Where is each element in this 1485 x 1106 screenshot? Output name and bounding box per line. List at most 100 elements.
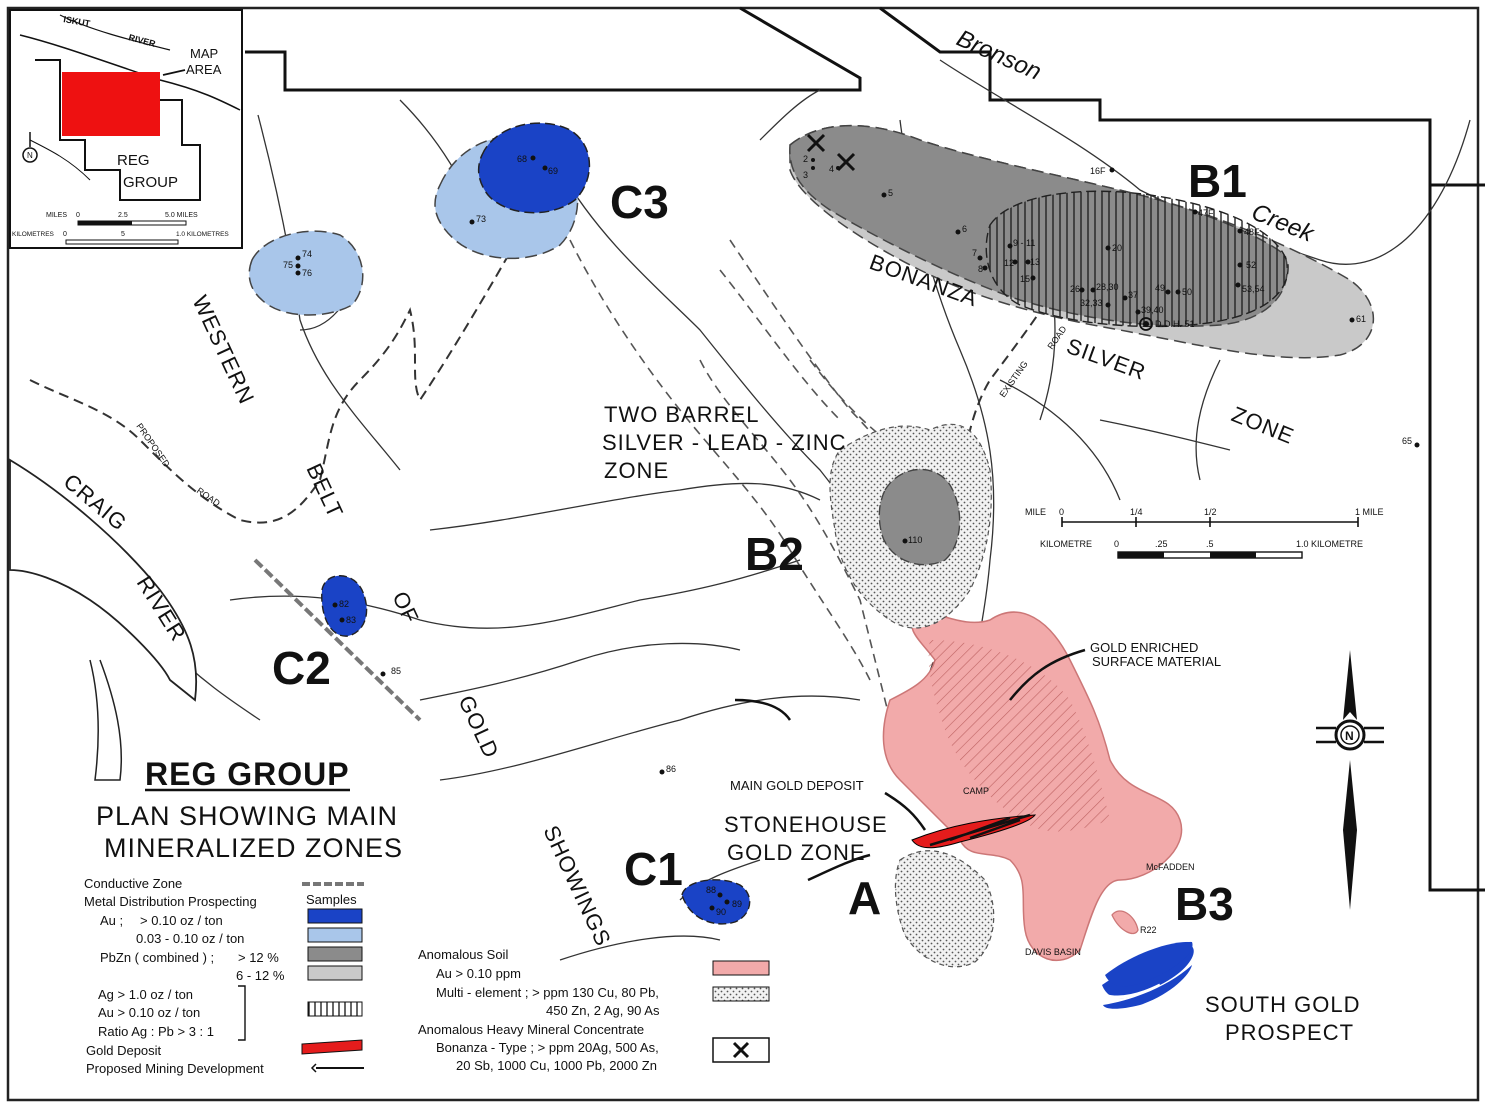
claim-boundary-east <box>879 6 1485 187</box>
inset-km-5: 5 <box>121 231 125 238</box>
craig-river <box>9 458 198 702</box>
inset-north-label: N <box>27 151 33 160</box>
au-high-c3 <box>477 122 591 214</box>
au-high-south-4 <box>1103 965 1192 1009</box>
point-16f: 16F <box>1090 166 1106 176</box>
au-high-c1 <box>681 879 751 925</box>
legend-au-label: Au ; <box>100 913 123 928</box>
au-low-west <box>248 230 364 316</box>
scale-mile-1: 1 MILE <box>1355 507 1384 517</box>
road-b2 <box>699 359 891 721</box>
point-86: 86 <box>666 764 676 774</box>
inset-km-10: 1.0 KILOMETRES <box>176 231 229 238</box>
point-5: 5 <box>888 188 893 198</box>
legend-multi-2: 450 Zn, 2 Ag, 90 As <box>546 1003 660 1018</box>
davis-basin-label: DAVIS BASIN <box>1025 947 1081 957</box>
point-75: 75 <box>283 260 293 270</box>
title-block: REG GROUP PLAN SHOWING MAIN MINERALIZED … <box>96 756 402 863</box>
label-of: OF <box>387 588 423 628</box>
two-barrel-line-1: TWO BARREL <box>604 402 759 427</box>
point-90: 90 <box>716 907 726 917</box>
zone-c1: C1 <box>624 843 683 895</box>
point-82: 82 <box>339 599 349 609</box>
soil-anomaly-r22 <box>1111 910 1139 935</box>
label-proposed-road: ROAD <box>195 485 222 508</box>
title-line-1: PLAN SHOWING MAIN <box>96 801 398 831</box>
point-6: 6 <box>962 224 967 234</box>
inset-map-area <box>62 72 160 136</box>
point-88: 88 <box>706 885 716 895</box>
label-silver: SILVER <box>1063 333 1149 385</box>
scale-km-5: .5 <box>1206 539 1214 549</box>
claim-boundary <box>245 6 862 92</box>
gold-enriched-line-2: SURFACE MATERIAL <box>1092 654 1221 669</box>
point-32-33: 32,33 <box>1080 298 1103 308</box>
point-76: 76 <box>302 268 312 278</box>
label-proposed: PROPOSED <box>134 421 172 469</box>
point-20: 20 <box>1112 243 1122 253</box>
point-110: 110 <box>908 535 922 545</box>
legend-bonanza-2: 20 Sb, 1000 Cu, 1000 Pb, 2000 Zn <box>456 1058 657 1073</box>
zone-b2: B2 <box>745 528 804 580</box>
camp-label: CAMP <box>963 786 989 796</box>
zone-a: A <box>848 872 881 924</box>
two-barrel-line-3: ZONE <box>604 458 669 483</box>
scale-bar: MILE 0 1/4 1/2 1 MILE KILOMETRE 0 .25 .5… <box>1025 507 1384 559</box>
conductive-c2 <box>253 558 422 722</box>
pbzn-high-b2 <box>878 468 961 566</box>
point-15: 15 <box>1020 274 1030 284</box>
point-2: 2 <box>803 154 808 164</box>
point-52: 52 <box>1246 260 1256 270</box>
au-high-south-3 <box>1103 983 1161 999</box>
legend-pbzn-low: 6 - 12 % <box>236 968 285 983</box>
scale-km-0: 0 <box>1114 539 1119 549</box>
zone-c2: C2 <box>272 642 331 694</box>
point-26: 26 <box>1070 284 1080 294</box>
au-high-south-2 <box>1118 937 1191 962</box>
label-belt: BELT <box>301 460 348 523</box>
inset-miles-label: MILES <box>46 212 67 219</box>
claim-boundary-east-2 <box>1428 185 1485 892</box>
point-50: 50 <box>1182 287 1192 297</box>
sample-points <box>295 155 1420 911</box>
point-39-40: 39,40 <box>1141 305 1164 315</box>
mcfadden-label: McFADDEN <box>1146 862 1195 872</box>
gold-enriched-area <box>928 640 1110 832</box>
scale-mile-quarter: 1/4 <box>1130 507 1143 517</box>
au-high-c2 <box>321 575 368 637</box>
two-barrel-line-2: SILVER - LEAD - ZINC <box>602 430 847 455</box>
map-frame <box>6 6 1480 1102</box>
point-61: 61 <box>1356 314 1366 324</box>
point-69: 69 <box>548 166 558 176</box>
point-37: 37 <box>1128 290 1138 300</box>
point-12: 12 <box>1004 258 1014 268</box>
inset-map-label-1: MAP <box>190 46 218 61</box>
inset-group: GROUP <box>123 174 178 191</box>
south-gold-line-2: PROSPECT <box>1225 1020 1354 1045</box>
legend-anom-soil: Anomalous Soil <box>418 947 508 962</box>
point-74: 74 <box>302 249 312 259</box>
legend-multi-1: Multi - element ; > ppm 130 Cu, 80 Pb, <box>436 985 659 1000</box>
point-73: 73 <box>476 214 486 224</box>
craig-river-channel <box>89 659 123 781</box>
au-high-south <box>1105 941 1193 987</box>
scale-km-25: .25 <box>1155 539 1168 549</box>
legend-bonanza-1: Bonanza - Type ; > ppm 20Ag, 500 As, <box>436 1040 659 1055</box>
legend-soil-au: Au > 0.10 ppm <box>436 966 521 981</box>
road-c3 <box>569 239 871 681</box>
point-85: 85 <box>391 666 401 676</box>
heavy-mineral-marks <box>806 133 856 172</box>
legend-ratio-line: Ratio Ag : Pb > 3 : 1 <box>98 1024 214 1039</box>
zone-c3: C3 <box>610 176 669 228</box>
inset-km-label: KILOMETRES <box>12 231 55 238</box>
leader-lines <box>734 648 1086 882</box>
legend-metal-dist: Metal Distribution Prospecting <box>84 894 257 909</box>
point-89: 89 <box>732 899 742 909</box>
scale-mile-half: 1/2 <box>1204 507 1217 517</box>
proposed-road <box>29 199 541 524</box>
zone-b1: B1 <box>1188 155 1247 207</box>
label-gold: GOLD <box>453 692 504 763</box>
multi-element-zone-south <box>894 850 995 968</box>
inset-miles-50: 5.0 MILES <box>165 212 198 219</box>
inset-miles-0: 0 <box>76 212 80 219</box>
